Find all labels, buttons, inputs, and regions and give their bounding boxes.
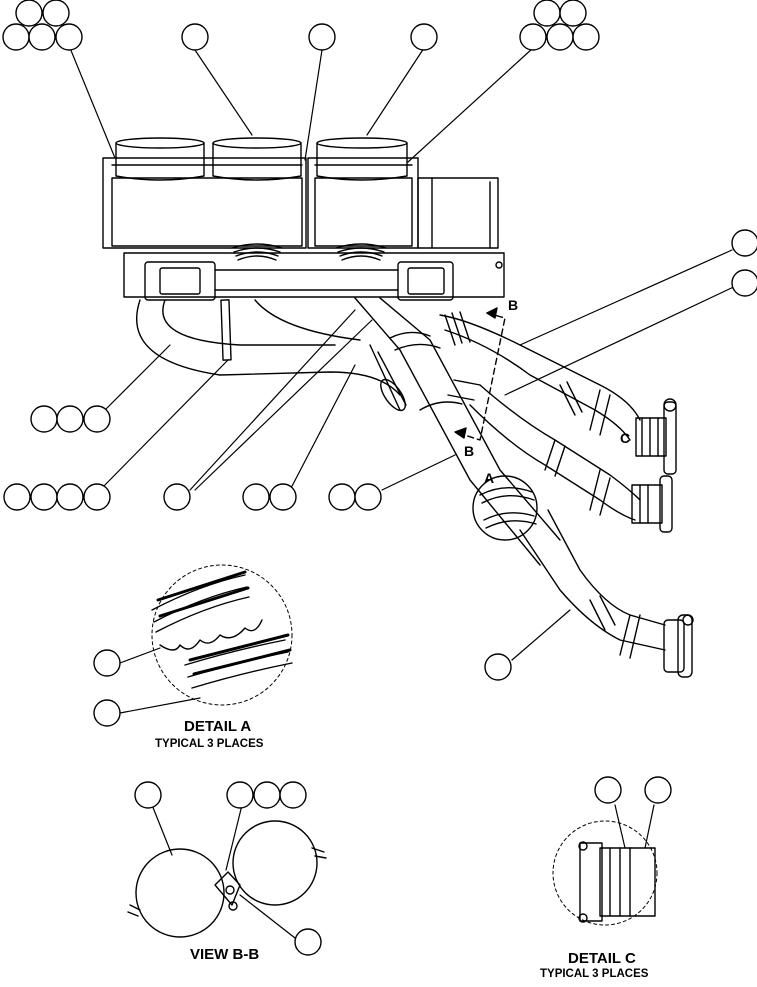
- callout-balloon: [354, 483, 382, 511]
- detail-letter-a: A: [484, 470, 495, 486]
- detail-c-title: DETAIL C: [568, 950, 636, 967]
- detail-a-enlarged: [151, 564, 293, 706]
- callout-balloon: [269, 483, 297, 511]
- view-bb-drawing: [127, 820, 327, 938]
- callout-balloon: [181, 23, 209, 51]
- callout-balloon: [2, 23, 30, 51]
- view-bb-title: VIEW B-B: [190, 946, 260, 963]
- callout-balloon: [83, 483, 111, 511]
- callout-balloon: [644, 776, 672, 804]
- engine-assembly: [102, 137, 505, 301]
- manifold-bar: [123, 252, 505, 298]
- callout-balloon: [56, 483, 84, 511]
- callout-balloons: [2, 0, 757, 956]
- callout-balloon: [15, 0, 43, 27]
- air-filter-middle: [212, 137, 302, 181]
- callout-balloon: [56, 405, 84, 433]
- detail-c-subtitle: TYPICAL 3 PLACES: [540, 968, 649, 980]
- center-diagonal-pipe: [354, 297, 561, 566]
- detail-a-marker: [472, 475, 538, 541]
- callout-balloon: [253, 781, 281, 809]
- air-filter-left: [115, 137, 205, 181]
- left-intake-duct: [135, 299, 407, 412]
- callout-balloon: [242, 483, 270, 511]
- housing-left: [102, 157, 307, 249]
- callout-balloon: [731, 269, 757, 297]
- callout-balloon: [30, 483, 58, 511]
- callout-balloon: [226, 781, 254, 809]
- callout-balloon: [731, 229, 757, 257]
- callout-balloon: [410, 23, 438, 51]
- callout-balloon: [30, 405, 58, 433]
- right-middle-duct: [469, 384, 673, 533]
- housing-right: [307, 157, 419, 249]
- callout-balloon: [572, 23, 600, 51]
- callout-balloon: [55, 23, 83, 51]
- lower-duct: [519, 509, 694, 678]
- detail-c-drawing: [552, 820, 658, 926]
- callout-balloon: [484, 653, 512, 681]
- housing-side-box: [417, 177, 499, 249]
- callout-balloon: [328, 483, 356, 511]
- section-letter-b-upper: B: [508, 297, 519, 313]
- section-letter-b-lower: B: [464, 443, 475, 459]
- leader-lines: [69, 47, 743, 939]
- callout-balloon: [28, 23, 56, 51]
- detail-a-title: DETAIL A: [184, 718, 252, 735]
- callout-balloon: [519, 23, 547, 51]
- section-cut-bb: [454, 307, 506, 441]
- right-upper-duct: [439, 311, 677, 475]
- callout-balloon: [279, 781, 307, 809]
- callout-balloon: [83, 405, 111, 433]
- callout-balloon: [546, 23, 574, 51]
- callout-balloon: [308, 23, 336, 51]
- callout-balloon: [533, 0, 561, 27]
- callout-balloon: [42, 0, 70, 27]
- callout-balloon: [3, 483, 31, 511]
- callout-balloon: [559, 0, 587, 27]
- flange-c: [635, 417, 667, 457]
- callout-balloon: [294, 928, 322, 956]
- callout-balloon: [93, 649, 121, 677]
- detail-a-subtitle: TYPICAL 3 PLACES: [155, 738, 264, 750]
- callout-balloon: [594, 776, 622, 804]
- callout-balloon: [93, 699, 121, 727]
- detail-letter-c: C: [620, 430, 631, 446]
- air-filter-right: [316, 137, 408, 181]
- lower-flange: [663, 619, 685, 673]
- callout-balloon: [163, 483, 191, 511]
- callout-balloon: [134, 781, 162, 809]
